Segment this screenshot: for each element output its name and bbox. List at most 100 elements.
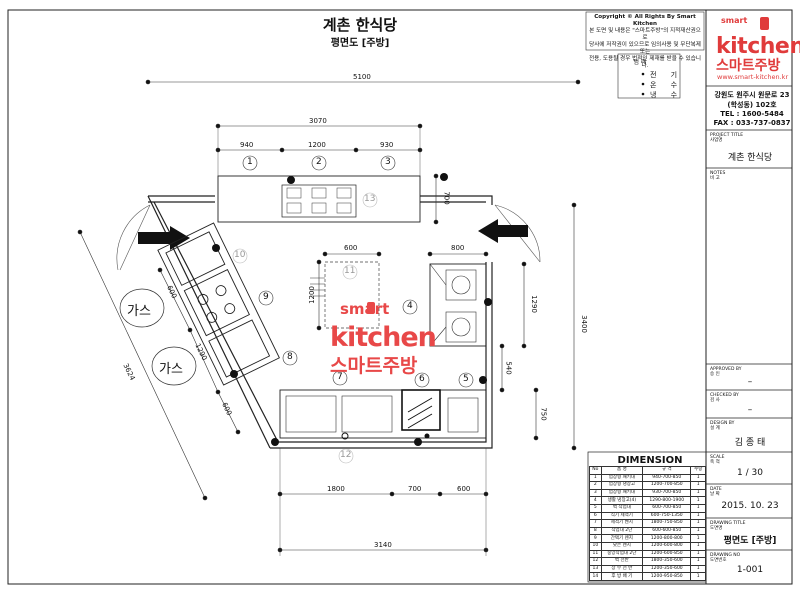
copyright-line: 당사에 저작권이 있으므로 임의사용 및 무단복제 또는: [589, 42, 701, 55]
table-cell: 벽 선반: [600, 557, 644, 566]
date-value: 2015. 10. 23: [721, 501, 779, 511]
table-cell: 1: [690, 511, 706, 521]
address-line2: (학성동) 102호: [727, 101, 777, 109]
table-cell: 낮은 렌지: [600, 541, 644, 551]
table-cell: 7: [589, 519, 602, 528]
col-header: 품 명: [600, 466, 644, 475]
item-label-8: 8: [287, 352, 293, 362]
dim-top-span: 3070: [309, 117, 327, 125]
copyright-box: [585, 11, 705, 51]
item-label-5: 5: [463, 374, 469, 384]
table-cell: 930-700-850: [641, 488, 692, 498]
table-cell: 6: [589, 511, 602, 521]
table-cell: 1: [690, 564, 706, 574]
legend-item-cold-water: 냉 수: [650, 91, 684, 99]
address-line1: 강원도 원주시 원문로 23: [714, 91, 790, 99]
sheet-border: [7, 9, 793, 585]
table-cell: 1: [690, 526, 706, 536]
table-cell: 600-600-850: [641, 526, 692, 536]
gas-label-1: 가스: [127, 304, 151, 319]
item-label-1: 1: [247, 157, 253, 167]
table-cell: 5: [589, 503, 602, 513]
checked-value: –: [747, 405, 753, 415]
watermark-smart: smart: [340, 300, 390, 318]
table-cell: 작업대 2단: [600, 526, 644, 536]
table-cell: 1: [690, 541, 706, 551]
dim-bottom-a: 1800: [327, 485, 345, 493]
entry-arrow-right: [478, 219, 528, 243]
dim-top-b: 1200: [308, 141, 326, 149]
dim-mid-left: 600: [344, 244, 358, 252]
table-cell: 1800-750-850: [641, 519, 692, 528]
table-cell: 세척기 벤치: [600, 519, 644, 528]
table-cell: 10: [589, 541, 602, 551]
item-label-4: 4: [407, 301, 413, 311]
table-cell: 11: [589, 549, 602, 559]
table-cell: 1200-600-850: [641, 549, 692, 559]
brand-website: www.smart-kitchen.kr: [717, 73, 789, 81]
item-label-7: 7: [337, 372, 343, 382]
legend-box: [617, 53, 681, 99]
item-label-9: 9: [263, 292, 269, 302]
drawing-no-value: 1-001: [736, 565, 764, 575]
table-cell: 600-700-850: [641, 503, 692, 513]
item-label-11: 11: [344, 266, 356, 276]
table-cell: 1: [690, 572, 706, 581]
col-header: 수량: [690, 466, 706, 475]
brand-logo-text: kitchen: [716, 34, 800, 59]
legend-item-electric: 전 기: [650, 71, 684, 79]
legend-item-hot-water: 온 수: [650, 81, 684, 89]
table-cell: 1: [690, 519, 706, 528]
table-cell: 상 부 선 반: [600, 564, 644, 574]
item-label-13: 13: [364, 194, 376, 204]
table-cell: 9: [589, 534, 602, 543]
dimension-table-title: DIMENSION: [617, 455, 683, 466]
brand-small-text: smart: [721, 16, 748, 25]
range-row: [157, 222, 280, 386]
dim-bottom-total: 3140: [374, 541, 392, 549]
table-cell: 1: [690, 503, 706, 513]
table-cell: 1: [690, 481, 706, 490]
bottom-counter: [279, 389, 487, 439]
legend-title: 범 례: [633, 59, 647, 66]
item-label-2: 2: [316, 157, 322, 167]
gas-zone-1: [119, 288, 165, 328]
table-cell: 1: [690, 557, 706, 566]
table-cell: 2: [589, 481, 602, 490]
item-label-6: 6: [419, 374, 425, 384]
gas-label-2: 가스: [159, 362, 183, 377]
copyright-text: Copyright © All Rights By Smart Kitchen …: [587, 14, 703, 70]
table-cell: 생활 냉장고(4): [600, 496, 644, 505]
dim-bottom-b: 700: [408, 485, 422, 493]
table-cell: 업장형 패키대: [600, 488, 644, 498]
table-cell: 3: [589, 488, 602, 498]
table-cell: 1200-350-600: [641, 564, 692, 574]
watermark-fork-icon: [367, 302, 375, 314]
entry-arrow-left: [138, 226, 190, 250]
approved-value: –: [747, 377, 753, 387]
top-counter: [217, 175, 421, 223]
table-cell: 940-700-850: [641, 473, 692, 483]
item-number-circles: [232, 155, 474, 464]
table-cell: 업장형 냉장고: [600, 481, 644, 490]
scale-value: 1 / 30: [737, 468, 763, 478]
table-cell: 14: [589, 572, 602, 581]
table-cell: 1: [690, 473, 706, 483]
table-cell: 1: [690, 496, 706, 505]
brand-korean-name: 스마트주방: [716, 58, 781, 74]
table-cell: 13: [589, 564, 602, 574]
dim-sink-w: 1290: [529, 295, 538, 313]
